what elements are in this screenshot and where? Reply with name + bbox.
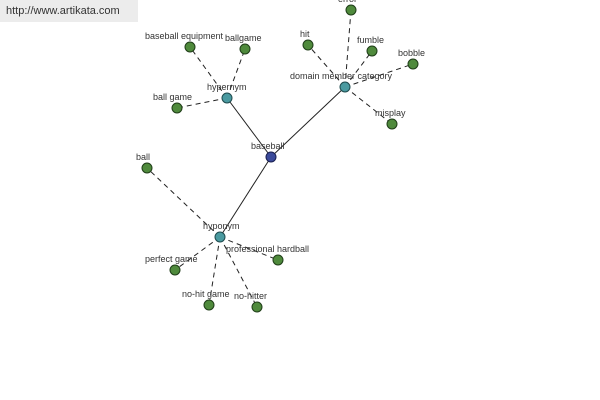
label-baseball[interactable]: baseball bbox=[251, 141, 285, 151]
label-domain-member-category[interactable]: domain member category bbox=[290, 71, 393, 81]
edge-domain-member-category-error bbox=[344, 9, 352, 88]
label-hyponym[interactable]: hyponym bbox=[203, 221, 240, 231]
label-bobble[interactable]: bobble bbox=[398, 48, 425, 58]
edge-baseball-hypernym bbox=[226, 97, 272, 158]
edge-hypernym-baseball-equipment bbox=[189, 46, 228, 99]
node-hypernym[interactable] bbox=[221, 92, 233, 104]
label-error[interactable]: error bbox=[338, 0, 357, 4]
node-misplay[interactable] bbox=[386, 118, 398, 130]
node-domain-member-category[interactable] bbox=[339, 81, 351, 93]
label-fumble[interactable]: fumble bbox=[357, 35, 384, 45]
edge-domain-member-category-misplay bbox=[344, 86, 393, 125]
node-ball[interactable] bbox=[141, 162, 153, 174]
nodes-layer bbox=[141, 4, 419, 313]
edge-hyponym-perfect-game bbox=[174, 236, 221, 271]
url-banner: http://www.artikata.com bbox=[0, 0, 138, 22]
node-professional-hardball[interactable] bbox=[272, 254, 284, 266]
node-baseball[interactable] bbox=[265, 151, 277, 163]
node-no-hitter[interactable] bbox=[251, 301, 263, 313]
edge-domain-member-category-fumble bbox=[344, 50, 373, 88]
label-ballgame[interactable]: ballgame bbox=[225, 33, 262, 43]
edge-domain-member-category-hit bbox=[307, 44, 346, 88]
label-no-hit-game[interactable]: no-hit game bbox=[182, 289, 230, 299]
node-error[interactable] bbox=[345, 4, 357, 16]
edge-hyponym-no-hitter bbox=[219, 236, 258, 308]
edge-hyponym-no-hit-game bbox=[208, 236, 221, 306]
node-fumble[interactable] bbox=[366, 45, 378, 57]
node-baseball-equipment[interactable] bbox=[184, 41, 196, 53]
edge-baseball-domain-member-category bbox=[270, 86, 346, 158]
edge-domain-member-category-bobble bbox=[344, 63, 414, 88]
edge-baseball-hyponym bbox=[219, 156, 272, 238]
edge-hyponym-professional-hardball bbox=[219, 236, 279, 261]
label-ball-game[interactable]: ball game bbox=[153, 92, 192, 102]
node-hit[interactable] bbox=[302, 39, 314, 51]
label-baseball-equipment[interactable]: baseball equipment bbox=[145, 31, 224, 41]
label-hypernym[interactable]: hypernym bbox=[207, 82, 247, 92]
label-professional-hardball[interactable]: professional hardball bbox=[226, 244, 309, 254]
node-no-hit-game[interactable] bbox=[203, 299, 215, 311]
edges-layer bbox=[146, 9, 414, 308]
label-ball[interactable]: ball bbox=[136, 152, 150, 162]
label-misplay[interactable]: misplay bbox=[375, 108, 406, 118]
node-bobble[interactable] bbox=[407, 58, 419, 70]
node-ball-game[interactable] bbox=[171, 102, 183, 114]
node-hyponym[interactable] bbox=[214, 231, 226, 243]
label-no-hitter[interactable]: no-hitter bbox=[234, 291, 267, 301]
label-perfect-game[interactable]: perfect game bbox=[145, 254, 198, 264]
node-perfect-game[interactable] bbox=[169, 264, 181, 276]
label-hit[interactable]: hit bbox=[300, 29, 310, 39]
site-url-link[interactable]: http://www.artikata.com bbox=[6, 5, 120, 17]
edge-hyponym-ball bbox=[146, 167, 221, 238]
node-ballgame[interactable] bbox=[239, 43, 251, 55]
